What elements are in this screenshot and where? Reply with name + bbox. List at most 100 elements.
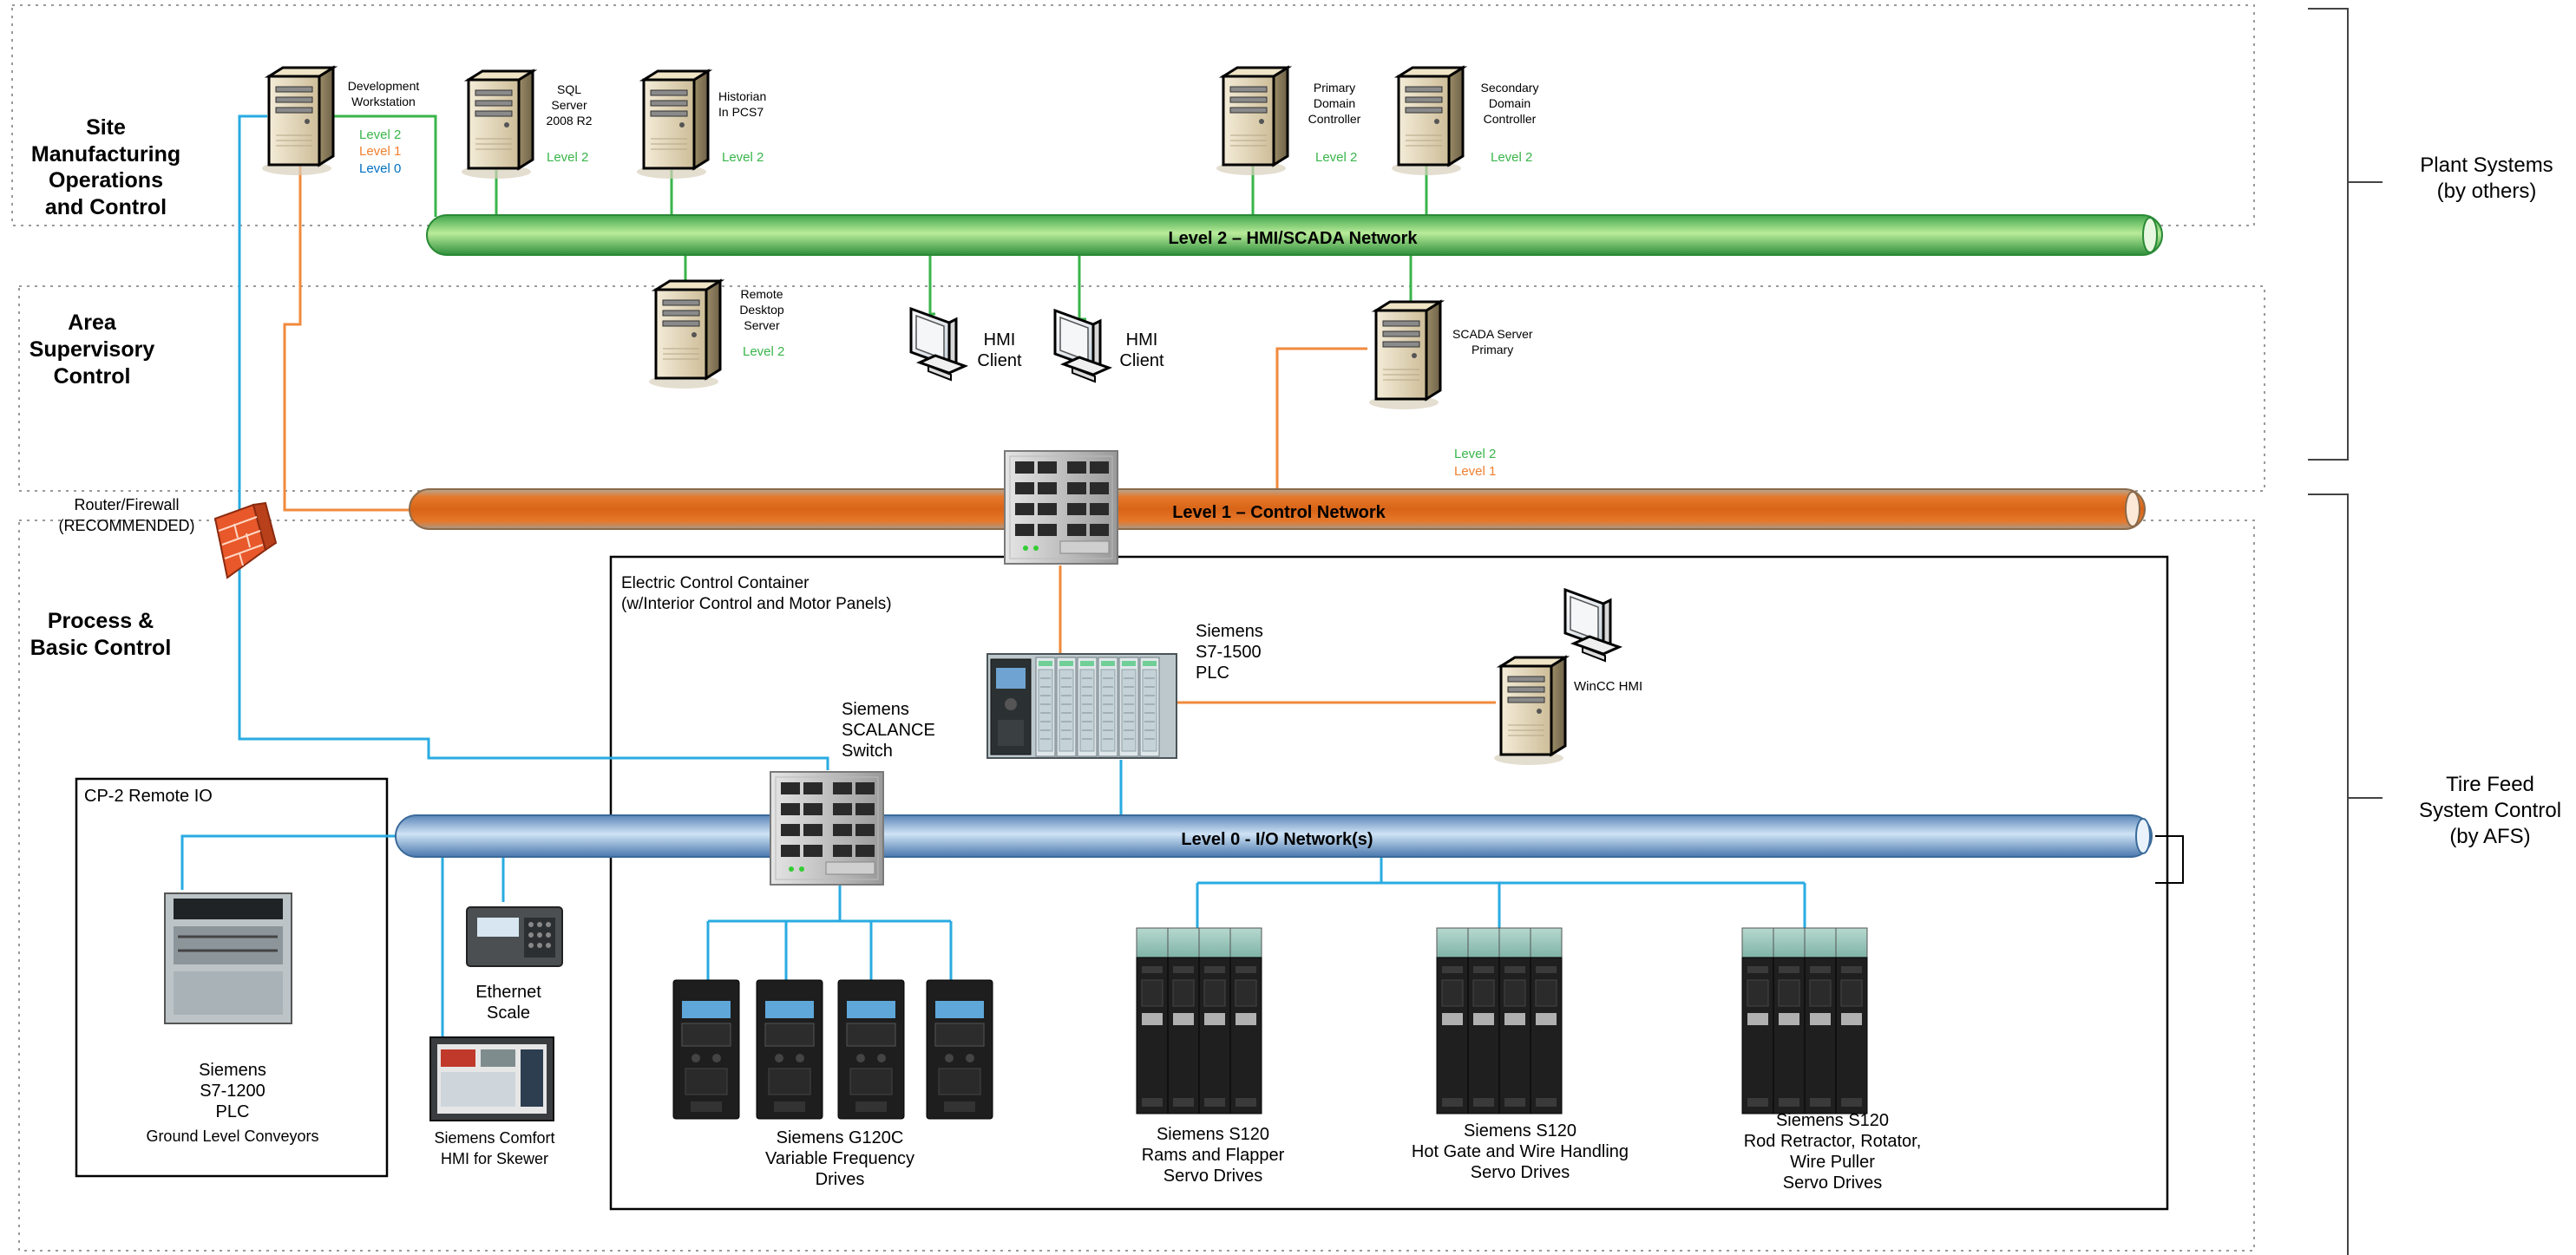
zone-site-line-1: Manufacturing [31, 142, 180, 167]
zone-process-line-1: Basic Control [30, 636, 172, 660]
hmi1-label-1: Client [977, 351, 1022, 370]
s7-1500-plc [986, 653, 1177, 759]
dev-level-1: Level 1 [359, 144, 401, 159]
level1-links [283, 161, 1496, 704]
zone-process-title: Process & Basic Control [30, 609, 172, 660]
cp2-label: CP-2 Remote IO [84, 787, 213, 806]
s120-hot-gate-drives [1436, 927, 1563, 1114]
bracket-tire-line-2: (by AFS) [2449, 825, 2530, 848]
level1-network-label: Level 1 – Control Network [1172, 503, 1386, 522]
hmi2-label-0: HMI [1126, 330, 1158, 350]
s120c-label-2: Wire Puller [1790, 1153, 1875, 1172]
hmi2-label-1: Client [1119, 351, 1164, 370]
server-historian: Historian In PCS7 Level 2 [635, 69, 766, 180]
hmi1-label-0: HMI [984, 330, 1016, 350]
link-dev-l0 [238, 114, 829, 770]
s120b-label: Siemens S120 Hot Gate and Wire Handling … [1412, 1121, 1629, 1182]
s120-rams-flapper-drives [1136, 927, 1262, 1114]
comfort-label-1: HMI for Skewer [441, 1150, 548, 1167]
s120a-label-1: Rams and Flapper [1142, 1146, 1285, 1165]
scale-label-1: Scale [487, 1003, 530, 1023]
g120c-drives [672, 979, 993, 1120]
bracket-plant-label: Plant Systems (by others) [2420, 154, 2553, 203]
cp2-remote-io-box [75, 777, 389, 1178]
server-primary-domain-controller: Primary Domain Controller Level 2 [1215, 66, 1361, 177]
bracket-plant-line-0: Plant Systems [2420, 154, 2553, 177]
s71500-label-1: S7-1500 [1196, 643, 1262, 662]
pdc-label-1: Domain [1314, 96, 1355, 110]
server-sql: SQL Server 2008 R2 Level 2 [460, 69, 593, 180]
zone-site-line-2: Operations [49, 168, 163, 193]
bracket-tire-feed [2308, 494, 2383, 1255]
zone-site-line-0: Site [86, 115, 126, 140]
s120c-label-3: Servo Drives [1783, 1173, 1882, 1193]
s120b-label-1: Hot Gate and Wire Handling [1412, 1142, 1629, 1161]
s71500-label-0: Siemens [1196, 622, 1263, 641]
sdc-label-2: Controller [1484, 112, 1537, 126]
g120c-label-0: Siemens G120C [777, 1128, 904, 1147]
sql-level-2: Level 2 [547, 150, 588, 165]
s120-rod-retractor-drives [1741, 927, 1868, 1114]
s120c-label: Siemens S120 Rod Retractor, Rotator, Wir… [1744, 1111, 1922, 1193]
wincc-hmi [1492, 588, 1621, 767]
bracket-plant-systems [2308, 8, 2383, 461]
comfort-hmi [429, 1036, 554, 1121]
zone-site-line-3: and Control [45, 195, 167, 219]
zone-site-title: Site Manufacturing Operations and Contro… [31, 115, 180, 219]
historian-label-1: In PCS7 [718, 105, 764, 119]
zone-area-line-2: Control [54, 364, 131, 389]
s71200-label-1: S7-1200 [200, 1082, 265, 1101]
link-dev-l2 [330, 114, 437, 217]
s71200-label-2: PLC [216, 1102, 250, 1121]
g120c-label: Siemens G120C Variable Frequency Drives [765, 1128, 914, 1189]
s120a-label-0: Siemens S120 [1157, 1125, 1269, 1144]
s120a-label-2: Servo Drives [1163, 1167, 1262, 1186]
bracket-plant-line-1: (by others) [2437, 180, 2537, 203]
scalance-label-0: Siemens [842, 700, 909, 719]
bracket-tire-label: Tire Feed System Control (by AFS) [2419, 773, 2561, 848]
s7-1200-label: Siemens S7-1200 PLC Ground Level Conveyo… [146, 1061, 318, 1145]
zone-site [11, 4, 2255, 226]
comfort-label-0: Siemens Comfort [434, 1129, 554, 1147]
router-firewall [213, 501, 278, 579]
s71500-label-2: PLC [1196, 663, 1229, 683]
scalance-label-1: SCALANCE [842, 721, 935, 740]
pdc-label-0: Primary [1314, 81, 1355, 95]
ethernet-scale [466, 906, 563, 967]
dev-label-1: Workstation [351, 95, 416, 108]
link-s71200 [180, 834, 404, 890]
link-hmi1-l2 [928, 255, 935, 316]
router-label-0: Router/Firewall [74, 496, 179, 513]
container-label-line-0: Electric Control Container [621, 574, 810, 592]
server-secondary-domain-controller: Secondary Domain Controller Level 2 [1390, 66, 1539, 177]
router-label: Router/Firewall (RECOMMENDED) [59, 496, 195, 534]
s120b-label-0: Siemens S120 [1464, 1121, 1576, 1141]
s71200-label-3: Ground Level Conveyors [146, 1128, 318, 1145]
level2-network-label: Level 2 – HMI/SCADA Network [1168, 229, 1418, 248]
scada-label-0: SCADA Server [1452, 327, 1533, 341]
s120a-label: Siemens S120 Rams and Flapper Servo Driv… [1142, 1125, 1285, 1186]
historian-label-0: Historian [718, 89, 766, 103]
sdc-label-0: Secondary [1481, 81, 1539, 95]
rds-level-2: Level 2 [743, 344, 784, 359]
server-dev-workstation: Development Workstation Level 2 Level 1 … [260, 66, 419, 177]
link-dev-l1 [283, 161, 415, 512]
s71200-label-0: Siemens [199, 1061, 266, 1080]
level0-links [180, 114, 1806, 1039]
historian-level-2: Level 2 [722, 150, 764, 165]
s7-1500-label: Siemens S7-1500 PLC [1196, 622, 1263, 683]
container-label-line-1: (w/Interior Control and Motor Panels) [621, 595, 892, 613]
level1-switch-icon [1004, 450, 1118, 565]
sql-label-2: 2008 R2 [547, 114, 593, 127]
sql-label-1: Server [551, 98, 587, 112]
level0-network-label: Level 0 - I/O Network(s) [1181, 830, 1373, 849]
scale-label: Ethernet Scale [475, 983, 541, 1023]
s120c-label-0: Siemens S120 [1776, 1111, 1889, 1130]
sql-label-0: SQL [557, 82, 581, 96]
level2-network-pipe [426, 214, 2163, 256]
scalance-label-2: Switch [842, 742, 893, 761]
sdc-label-1: Domain [1489, 96, 1531, 110]
g120c-label-1: Variable Frequency [765, 1149, 914, 1168]
